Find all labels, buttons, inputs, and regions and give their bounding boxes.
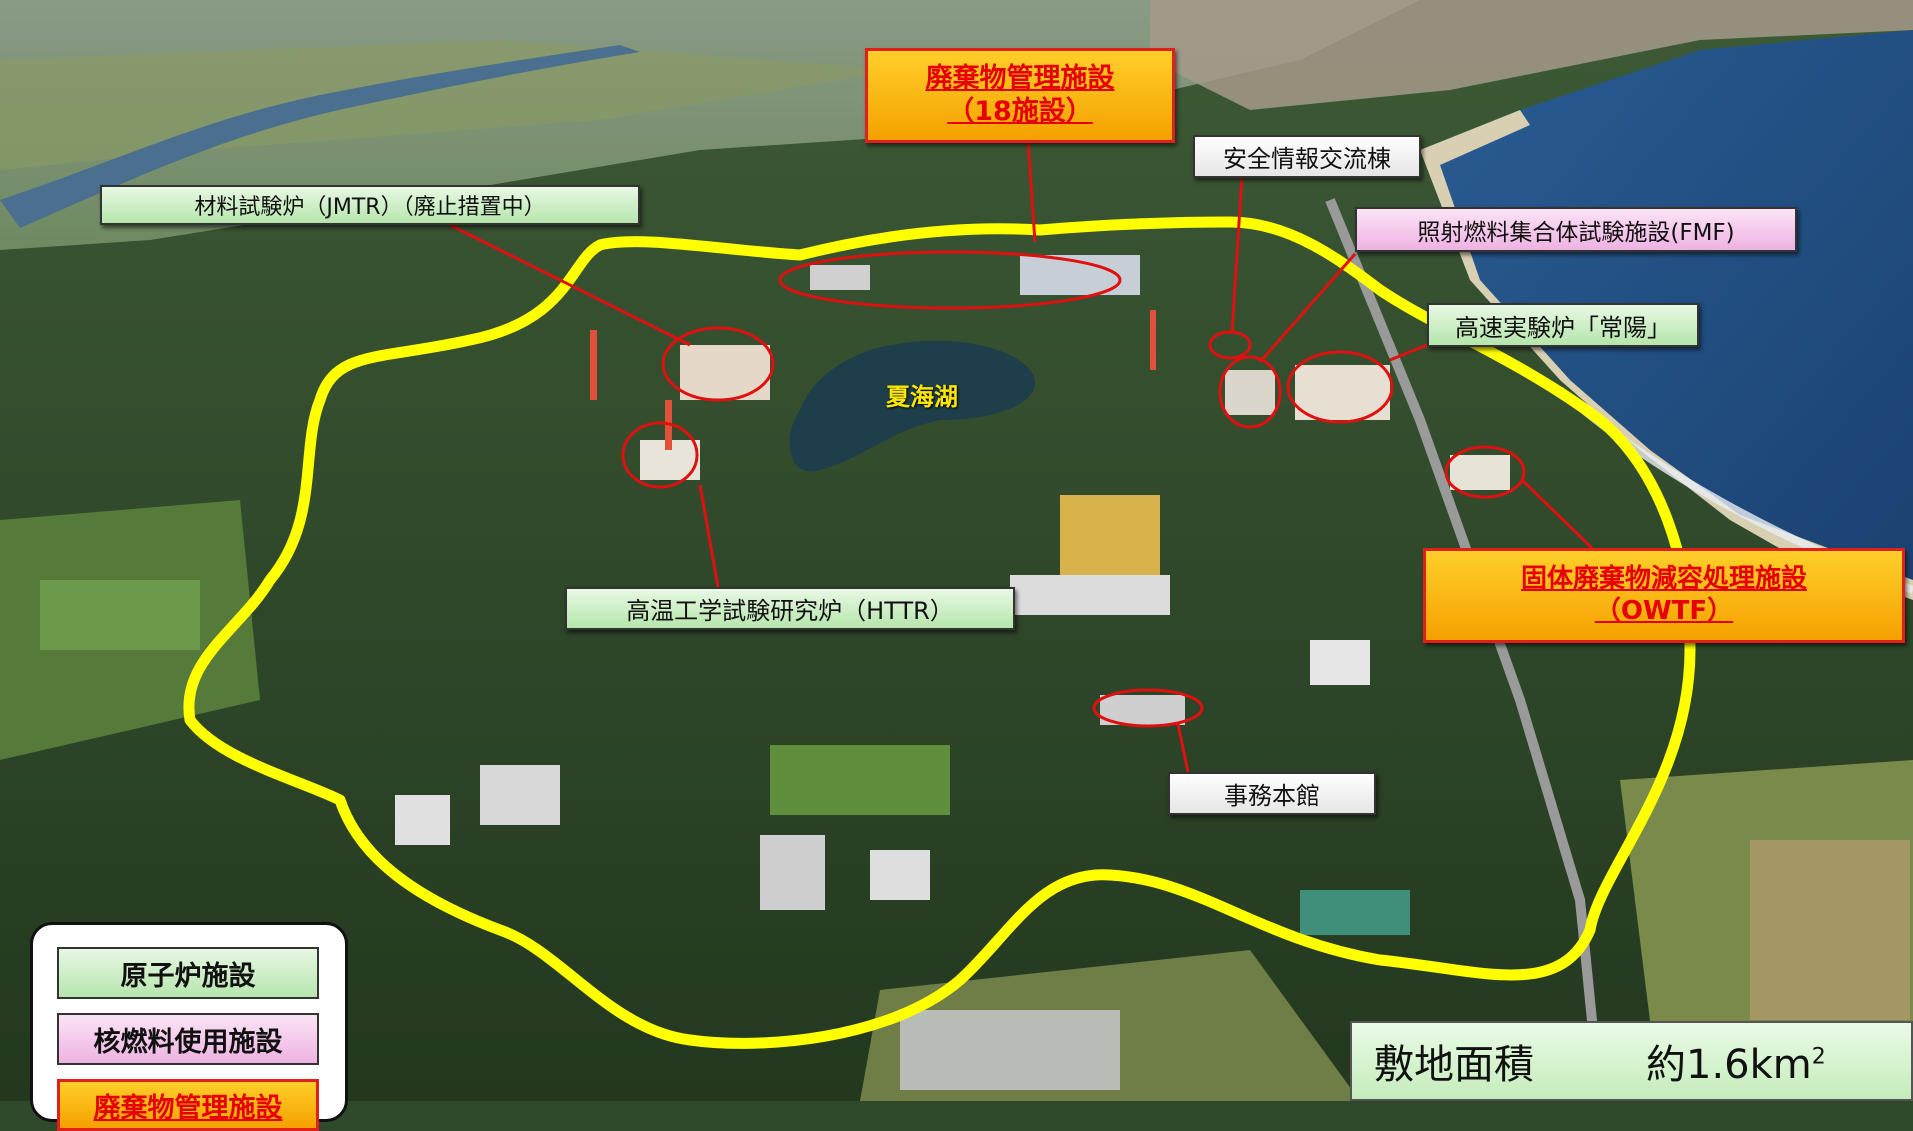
label-httr: 高温工学試験研究炉（HTTR） — [565, 587, 1015, 630]
field-patch — [1750, 840, 1910, 1020]
building-jmtr — [680, 345, 770, 400]
circle-admin — [1092, 688, 1204, 728]
building-admin — [1100, 695, 1185, 725]
building-sw-2 — [395, 795, 450, 845]
label-jmtr: 材料試験炉（JMTR）（廃止措置中） — [100, 185, 640, 225]
town — [1150, 0, 1913, 110]
line-owtf — [1520, 478, 1594, 550]
field-center — [770, 745, 950, 815]
line-fmf — [1258, 253, 1357, 363]
building-joyo — [1295, 365, 1390, 420]
label-owtf: 固体廃棄物減容処理施設 （OWTF） — [1423, 548, 1905, 643]
circle-joyo — [1286, 350, 1394, 424]
site-area-value: 約1.6km2 — [1646, 1032, 1826, 1090]
circle-jmtr — [661, 326, 775, 402]
label-waste-management: 廃棄物管理施設 （18施設） — [865, 48, 1175, 143]
circle-httr — [621, 421, 699, 489]
label-joyo: 高速実験炉「常陽」 — [1427, 303, 1699, 347]
building-owtf — [1450, 455, 1510, 490]
stack-1 — [590, 330, 597, 400]
legend-nuclear-fuel: 核燃料使用施設 — [57, 1013, 319, 1065]
line-jmtr — [449, 223, 691, 347]
line-waste — [1026, 139, 1037, 243]
natsumi-lake — [789, 340, 1036, 472]
site-area-superscript: 2 — [1811, 1044, 1826, 1070]
label-fmf: 照射燃料集合体試験施設(FMF) — [1355, 207, 1797, 252]
tennis-court — [1300, 890, 1410, 935]
site-area-box: 敷地面積 約1.6km2 — [1350, 1021, 1913, 1101]
lake-label: 夏海湖 — [886, 383, 958, 411]
coastal-road — [1325, 198, 1605, 1101]
site-area-number: 約1.6km — [1646, 1042, 1812, 1088]
building-south — [760, 835, 825, 910]
label-waste-sub: （18施設） — [947, 95, 1093, 127]
building-main-yellow — [1060, 495, 1160, 575]
label-owtf-title: 固体廃棄物減容処理施設 — [1520, 564, 1807, 595]
stack-3 — [1150, 310, 1156, 370]
building-south-2 — [870, 850, 930, 900]
golf-range — [40, 580, 200, 650]
label-admin: 事務本館 — [1168, 772, 1376, 815]
building-main-white — [1010, 575, 1170, 615]
line-joyo — [1389, 343, 1428, 362]
circle-safety — [1208, 330, 1252, 360]
label-waste-title: 廃棄物管理施設 — [925, 63, 1115, 95]
legend-reactor: 原子炉施設 — [57, 947, 319, 999]
line-httr — [698, 484, 720, 588]
site-boundary — [183, 216, 1696, 1049]
building-north-left — [810, 265, 870, 290]
legend-waste: 廃棄物管理施設 — [57, 1079, 319, 1131]
legend: 原子炉施設 核燃料使用施設 廃棄物管理施設 — [30, 922, 348, 1131]
circle-owtf — [1444, 445, 1526, 499]
building-east — [1310, 640, 1370, 685]
greenhouses — [900, 1010, 1120, 1090]
site-area-label: 敷地面積 — [1374, 1042, 1534, 1088]
building-fmf — [1225, 370, 1275, 415]
label-owtf-sub: （OWTF） — [1594, 595, 1734, 626]
circle-fmf — [1218, 355, 1282, 429]
label-safety-info: 安全情報交流棟 — [1193, 135, 1421, 178]
circle-waste — [778, 250, 1122, 310]
line-admin — [1176, 723, 1190, 773]
building-sw-1 — [480, 765, 560, 825]
line-safety — [1230, 175, 1244, 333]
